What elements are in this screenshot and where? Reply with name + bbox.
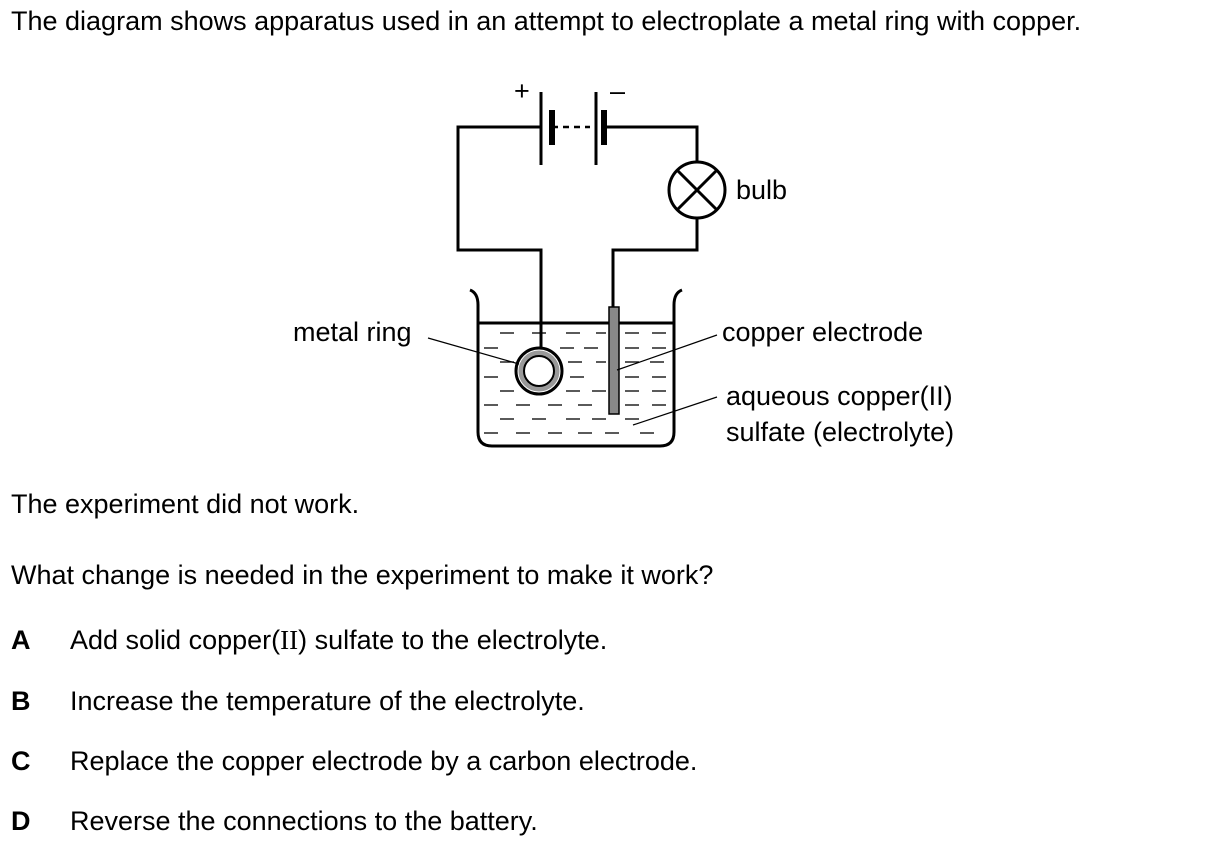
- option-a-text-end: ) sulfate to the electrolyte.: [298, 625, 608, 655]
- option-a-letter: A: [11, 625, 31, 655]
- option-c-letter: C: [11, 746, 31, 776]
- wire-right-top: [604, 125, 699, 162]
- battery-minus-label: –: [610, 76, 625, 106]
- electrolyte-label-line2: sulfate (electrolyte): [726, 417, 954, 447]
- copper-electrode-label: copper electrode: [722, 317, 923, 347]
- question-prompt: What change is needed in the experiment …: [11, 560, 714, 590]
- electrolyte-hatching: [484, 332, 666, 434]
- metal-ring-label: metal ring: [293, 317, 412, 347]
- battery-icon: [539, 92, 607, 165]
- copper-electrode-icon: [608, 306, 620, 415]
- question-intro: The diagram shows apparatus used in an a…: [11, 6, 1082, 36]
- electroplating-diagram: + – bulb metal ring copper electro: [293, 76, 954, 448]
- option-c-text[interactable]: Replace the copper electrode by a carbon…: [70, 746, 698, 776]
- electrolyte-label-line1: aqueous copper(II): [726, 381, 953, 411]
- beaker-icon: [469, 288, 683, 448]
- metal-ring-icon: [514, 323, 564, 396]
- option-b-text[interactable]: Increase the temperature of the electrol…: [70, 686, 585, 716]
- option-a-text[interactable]: Add solid copper(II) sulfate to the elec…: [70, 625, 607, 656]
- bulb-icon: [667, 160, 727, 220]
- option-d-text[interactable]: Reverse the connections to the battery.: [70, 806, 538, 836]
- wire-right-bottom: [611, 218, 699, 310]
- circuit-wires: [456, 125, 699, 330]
- battery-plus-label: +: [514, 76, 530, 106]
- option-b-letter: B: [11, 686, 31, 716]
- option-a-text-start: Add solid copper(: [70, 625, 281, 655]
- bulb-label: bulb: [736, 175, 787, 205]
- leader-lines: [427, 334, 718, 426]
- wire-left: [456, 125, 543, 330]
- option-d-letter: D: [11, 806, 31, 836]
- option-a-roman: II: [280, 625, 299, 655]
- question-statement: The experiment did not work.: [11, 489, 360, 519]
